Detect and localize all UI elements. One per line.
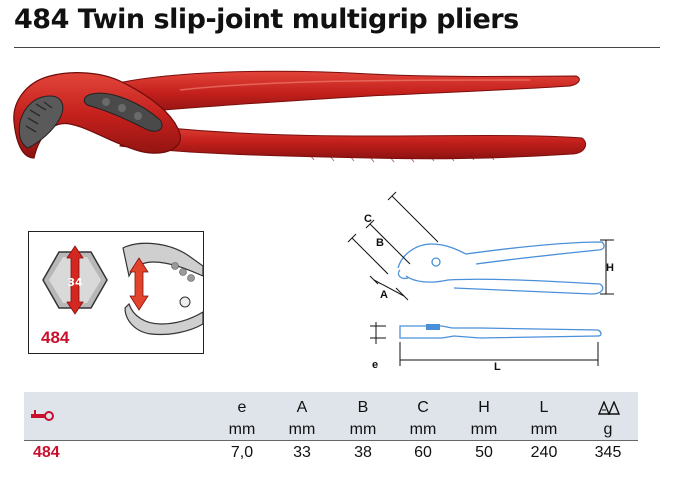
dim-label-a: A: [380, 289, 388, 301]
col-b-unit: mm: [349, 421, 377, 438]
col-c-symbol: C: [417, 399, 429, 416]
dim-label-l: L: [494, 361, 501, 373]
col-c-unit: mm: [409, 421, 437, 438]
article-reference-icon: [31, 410, 54, 421]
col-e-unit: mm: [228, 421, 256, 438]
col-b-symbol: B: [357, 399, 369, 416]
value-l: 240: [530, 444, 558, 461]
dimension-drawing: C B A H e L: [347, 191, 614, 373]
title-divider: [14, 47, 660, 48]
col-l-unit: mm: [530, 421, 558, 438]
col-l-symbol: L: [539, 399, 549, 416]
dim-label-h: H: [606, 262, 614, 274]
dim-label-c: C: [364, 213, 372, 225]
spec-table-divider: [24, 440, 638, 441]
jaw-capacity-icon: 34: [42, 242, 204, 336]
value-b: 38: [354, 444, 372, 461]
dim-label-b: B: [376, 237, 384, 249]
dim-label-e: e: [372, 359, 378, 371]
col-h-unit: mm: [470, 421, 498, 438]
value-h: 50: [475, 444, 493, 461]
jaw-panel-code: 484: [41, 328, 70, 347]
page-title: 484 Twin slip-joint multigrip pliers: [14, 4, 519, 35]
jaw-size-label: 34: [67, 276, 83, 289]
spec-row-code: 484: [33, 444, 60, 461]
col-a-symbol: A: [296, 399, 308, 416]
pliers-photo: [13, 70, 587, 163]
col-e-symbol: e: [237, 399, 247, 416]
value-weight: 345: [594, 444, 622, 461]
col-h-symbol: H: [478, 399, 490, 416]
weight-icon: [597, 401, 621, 415]
spec-table-header: [24, 392, 638, 440]
value-e: 7,0: [230, 444, 254, 461]
jaw-capacity-panel: 34 484: [28, 231, 204, 354]
value-a: 33: [293, 444, 311, 461]
col-weight-unit: g: [603, 421, 613, 438]
col-a-unit: mm: [288, 421, 316, 438]
value-c: 60: [414, 444, 432, 461]
